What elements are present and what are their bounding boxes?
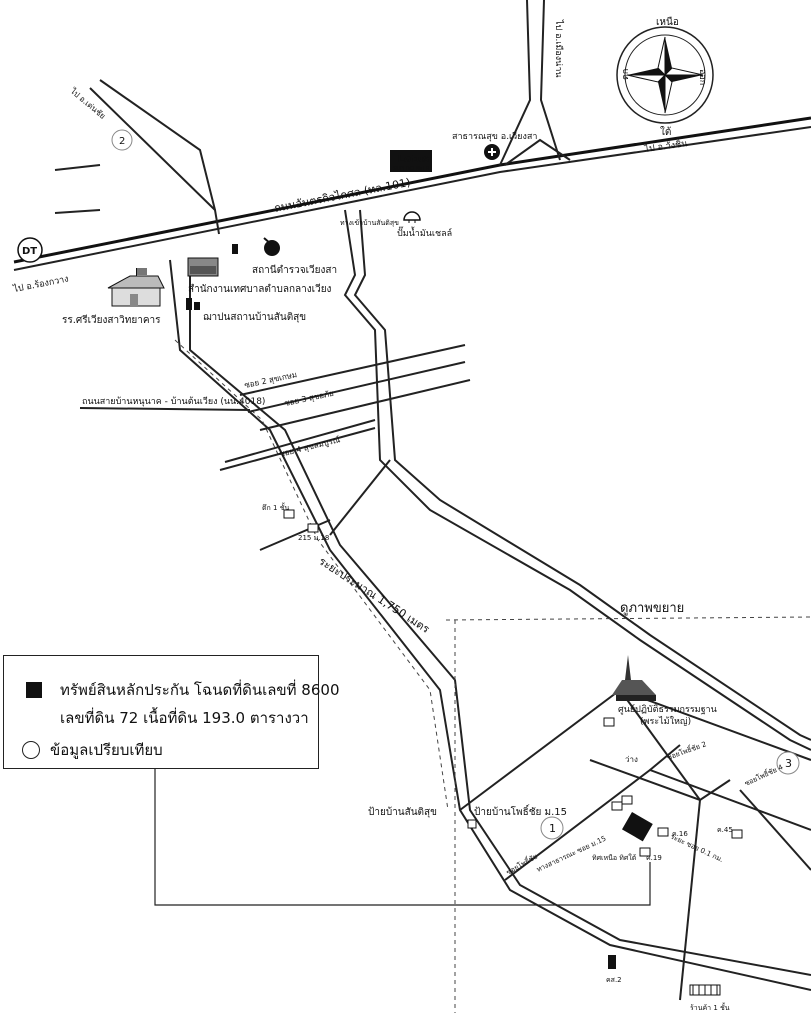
building-label: ตึก 1 ชั้น — [262, 501, 289, 512]
highway-label: ถนนอันตรกิจไกศล (ทล.101) — [273, 176, 411, 215]
house16-label: ค.16 — [672, 830, 688, 838]
lotus-text: Lotus — [398, 154, 429, 165]
shop-icon — [689, 984, 721, 996]
house-icon — [603, 717, 615, 727]
dt-logo-icon: DT — [17, 237, 43, 263]
legend-row-land: เลขที่ดิน 72 เนื้อที่ดิน 193.0 ตารางวา — [60, 706, 309, 730]
house19-label: ค.19 — [646, 854, 662, 862]
to-rong-kwang-label: ไป อ.ร้องกวาง — [11, 273, 69, 295]
bus-stop-icon — [467, 819, 477, 829]
badge-1: 1 — [540, 816, 564, 840]
legend-land-text: เลขที่ดิน 72 เนื้อที่ดิน 193.0 ตารางวา — [60, 709, 309, 727]
badge-3: 3 — [776, 751, 800, 775]
east-road — [343, 209, 811, 751]
legend: ทรัพย์สินหลักประกัน โฉนดที่ดินเลขที่ 860… — [3, 655, 340, 769]
subject-property-marker — [622, 812, 653, 842]
municipality-icon — [187, 257, 219, 277]
health-office-label: สาธารณสุข อ.เวียงสา — [452, 131, 537, 142]
temple-icon — [612, 655, 656, 701]
building-icon — [283, 509, 295, 519]
legend-collateral-text: ทรัพย์สินหลักประกัน โฉนดที่ดินเลขที่ 860… — [60, 681, 340, 699]
lane-phosai-label: ซอยโพธิ์ชัย — [504, 851, 539, 877]
shop-label: ร้านค้า 1 ชั้น — [690, 1001, 730, 1012]
collateral-square-icon — [26, 682, 42, 698]
santisuk-sign-label: ป้ายบ้านสันติสุข — [368, 806, 437, 818]
school-label: รร.ศรีเวียงสาวิทยาคาร — [62, 314, 161, 326]
house-icon — [731, 829, 743, 839]
compass-north: เหนือ — [656, 16, 679, 28]
house-icon — [621, 795, 633, 805]
temple-sub-label: (พระไม้ใหญ่) — [640, 716, 691, 727]
compass-south: ใต้ — [660, 126, 671, 138]
lane-phosai2-label: ซอยโพธิ์ชัย 2 — [665, 738, 707, 761]
main-local-road — [169, 259, 811, 991]
house-icon — [611, 801, 623, 811]
soi3-label: ซอย 3 สุขอภัย — [284, 389, 335, 408]
compass-west: ตก — [621, 69, 631, 80]
house-no-label: 215 ม.18 — [298, 534, 329, 542]
fence-label: ทิศเหนือ ทิศใต้ — [592, 853, 637, 862]
health-office-icon — [484, 144, 500, 160]
distance-label: ระยะประมาณ 1,750 เมตร — [316, 555, 431, 636]
police-icon — [263, 237, 280, 256]
house-icon — [639, 847, 651, 857]
phosai-sign-label: ป้ายบ้านโพธิ์ชัย ม.15 — [474, 804, 567, 818]
temple-small-icon — [608, 955, 616, 969]
north-roads — [54, 0, 571, 235]
to-chiang-rai-label: ไป อ.เมืองน่าน — [553, 19, 564, 78]
shell-icon — [403, 211, 421, 223]
lane-phosai4-label: ซอยโพธิ์ชัย 4 — [743, 761, 785, 788]
soi2-label: ซอย 2 สุขเกษม — [244, 370, 298, 390]
legend-leader — [154, 768, 651, 906]
health-center-label: ฌาปนสถานบ้านสันติสุข — [203, 311, 306, 323]
legend-row-collateral: ทรัพย์สินหลักประกัน โฉนดที่ดินเลขที่ 860… — [26, 678, 340, 702]
small-icon — [232, 244, 238, 254]
health-center-icon — [186, 298, 200, 310]
compass-east: ออก — [697, 69, 707, 85]
house-icon — [657, 827, 669, 837]
comparison-circle-icon — [22, 741, 40, 759]
enlarge-label: ดูภาพขยาย — [620, 601, 684, 616]
house45-label: ค.45 — [717, 826, 733, 834]
local-road-label: ถนนสายบ้านหนุนาค - บ้านต้นเวียง (นน.4018… — [82, 396, 265, 407]
school-icon — [107, 268, 165, 307]
house2-label: คส.2 — [606, 976, 622, 984]
badge-2-text: 2 — [119, 136, 125, 147]
lotus-sub-text: SUPERCENTER — [393, 166, 430, 172]
compass-icon: เหนือ ใต้ ออก ตก — [616, 16, 714, 138]
badge-1-text: 1 — [549, 822, 556, 835]
sois — [79, 344, 471, 551]
field-label: ว่าง — [625, 755, 638, 764]
lotus-logo: Lotus SUPERCENTER — [390, 150, 432, 172]
legend-comparison-text: ข้อมูลเปรียบเทียบ — [50, 741, 163, 759]
legend-row-comparison: ข้อมูลเปรียบเทียบ — [22, 738, 163, 762]
temple-label: ศูนย์ปฏิบัติธรรมกรรมฐาน — [618, 703, 717, 715]
police-label: สถานีตำรวจเวียงสา — [252, 264, 337, 276]
highway-road — [13, 116, 811, 271]
village-sign-label: ทางเข้าบ้านสันติสุข — [340, 219, 399, 227]
badge-3-text: 3 — [785, 757, 792, 770]
badge-2: 2 — [111, 129, 133, 151]
dt-logo-text: DT — [22, 246, 37, 257]
municipality-label: สำนักงานเทศบาลตำบลกลางเวียง — [188, 283, 332, 295]
shell-label: ปั๊มน้ำมันเชลล์ — [397, 226, 452, 239]
house-icon — [307, 523, 319, 533]
to-den-chai-label: ไป อ.เด่นชัย — [68, 86, 107, 121]
